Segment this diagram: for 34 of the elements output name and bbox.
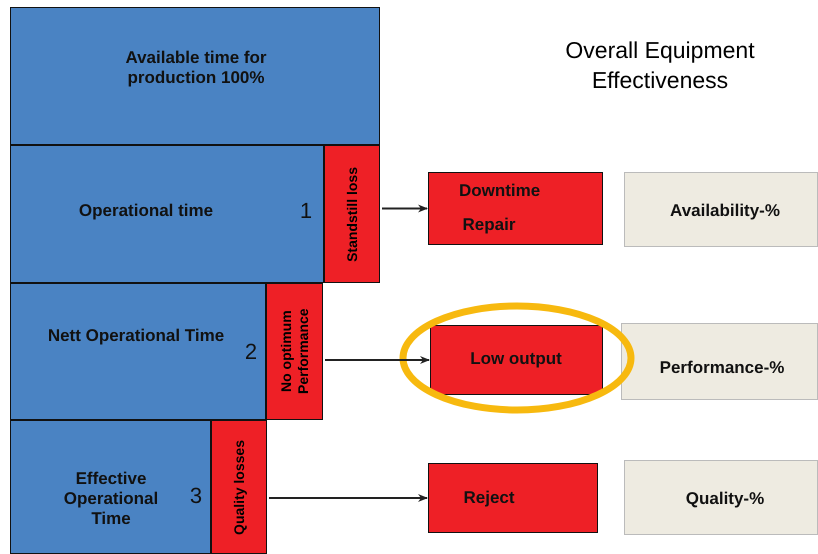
metric-box bbox=[621, 323, 818, 400]
loss-label: Standstill loss bbox=[344, 166, 360, 262]
box-label: Nett Operational Time bbox=[46, 326, 226, 346]
loss-box bbox=[428, 463, 598, 533]
bar bbox=[10, 420, 211, 554]
bar bbox=[10, 7, 380, 145]
box-label: Reject bbox=[462, 488, 516, 508]
bar bbox=[10, 283, 266, 420]
loss-label: No optimum Performance bbox=[278, 308, 312, 396]
loss-label: Quality losses bbox=[230, 440, 248, 534]
step-number: 2 bbox=[244, 339, 258, 365]
box-label: Downtime bbox=[459, 181, 539, 201]
step-number: 3 bbox=[188, 483, 204, 509]
arrow bbox=[269, 494, 428, 502]
loss bbox=[324, 145, 380, 283]
box-label: Low output bbox=[469, 349, 563, 369]
box-label: Quality-% bbox=[684, 489, 766, 509]
step-number: 1 bbox=[298, 198, 314, 224]
loss bbox=[211, 420, 267, 554]
metric-box bbox=[624, 460, 818, 535]
loss-box bbox=[430, 325, 603, 395]
box-label: Repair bbox=[462, 215, 516, 235]
arrow bbox=[382, 204, 428, 212]
loss bbox=[266, 283, 323, 420]
box-label: Availability-% bbox=[669, 201, 781, 221]
box-label: Effective Operational Time bbox=[62, 469, 160, 529]
metric-box bbox=[624, 172, 818, 247]
box-label: Operational time bbox=[78, 201, 214, 221]
box-label: Performance-% bbox=[658, 358, 786, 378]
diagram-title: Overall Equipment Effectiveness bbox=[564, 36, 756, 95]
loss-box bbox=[428, 172, 603, 245]
box-label: Available time for production 100% bbox=[124, 48, 268, 88]
bar bbox=[10, 145, 324, 283]
arrow bbox=[325, 356, 430, 364]
